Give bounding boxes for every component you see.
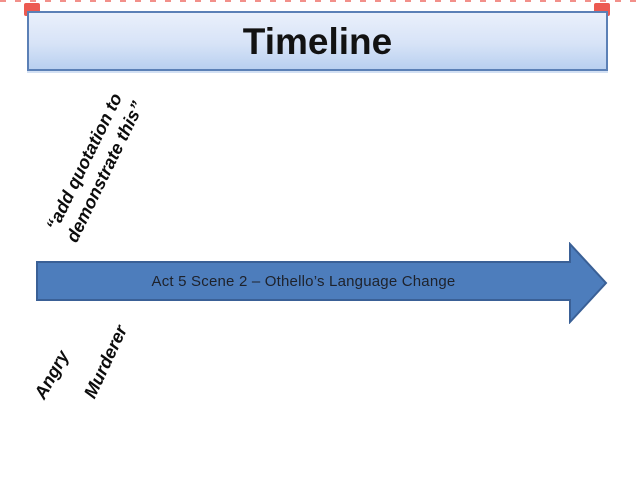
red-dashed-guide-line [0, 0, 638, 2]
angry-label: Angry [30, 347, 73, 403]
timeline-arrow-label: Act 5 Scene 2 – Othello’s Language Chang… [151, 272, 456, 290]
slide-title-box: Timeline [27, 11, 608, 71]
slide-title: Timeline [242, 20, 393, 62]
murderer-label: Murderer [79, 322, 132, 402]
quote-annotation: “add quotation to demonstrate this” [41, 88, 150, 247]
timeline-arrow-shape [36, 242, 608, 324]
timeline-arrow [36, 242, 608, 324]
